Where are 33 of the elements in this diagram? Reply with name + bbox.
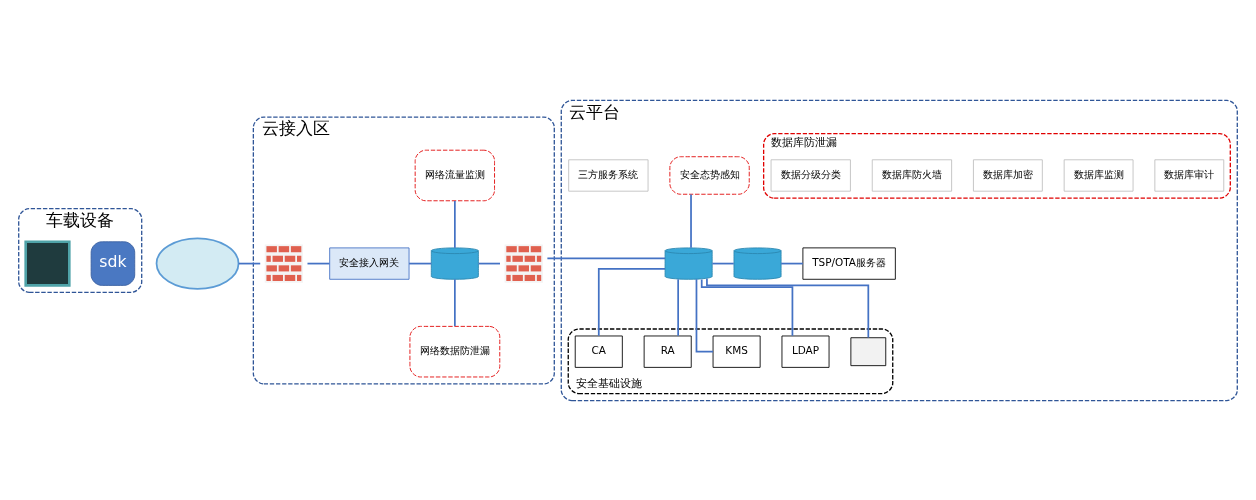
node-box: RA: [643, 335, 692, 368]
node-box: 数据库防火墙: [871, 158, 953, 192]
node-box: KMS: [712, 335, 761, 368]
node-box: 安全接入网关: [329, 246, 410, 280]
connector: [454, 199, 456, 249]
node-box: [24, 239, 71, 287]
node-box: 数据库监测: [1063, 158, 1134, 192]
node-box: 数据库加密: [973, 158, 1043, 192]
node-box: 数据库审计: [1154, 158, 1225, 192]
connector: [677, 277, 680, 337]
connector: [237, 262, 262, 264]
node-box: sdk: [90, 240, 136, 286]
connector: [408, 262, 433, 264]
node-box: TSP/OTA服务器: [802, 246, 896, 280]
node-box: 安全态势感知: [669, 155, 750, 195]
node-box: [850, 336, 887, 366]
node-box: 三方服务系统: [568, 158, 649, 192]
connector: [597, 267, 666, 337]
node-box: 网络流量监测: [414, 149, 495, 201]
connector: [454, 277, 456, 327]
connector: [306, 262, 331, 264]
connector: [700, 278, 794, 337]
connector: [706, 277, 870, 338]
connector: [690, 193, 692, 249]
connector: [546, 257, 666, 259]
node-box: CA: [574, 335, 623, 368]
connector: [477, 262, 501, 264]
node-box: 网络数据防泄漏: [409, 325, 501, 377]
node-cloud: [155, 236, 240, 290]
node-box: LDAP: [781, 335, 830, 368]
node-box: 数据分级分类: [770, 158, 851, 192]
connector: [780, 262, 804, 264]
connector: [711, 262, 735, 264]
